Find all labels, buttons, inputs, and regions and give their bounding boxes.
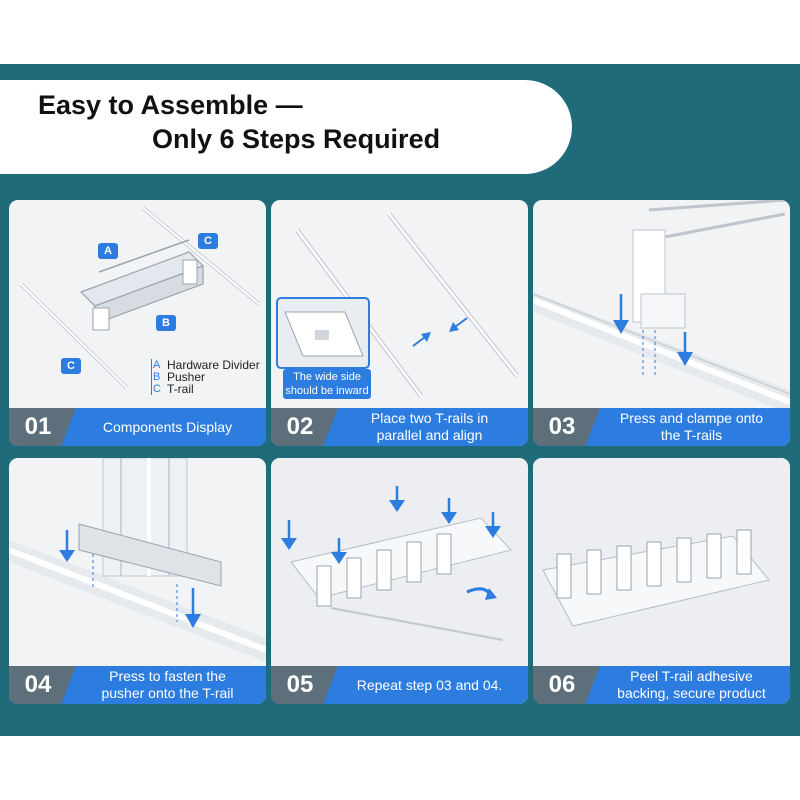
trails-parallel-illustration <box>276 212 519 398</box>
legend-row-a: A Hardware Divider <box>151 358 260 372</box>
step-text-05: Repeat step 03 and 04. <box>356 676 503 693</box>
component-label-a: A <box>98 243 118 259</box>
legend-row-b: B Pusher <box>151 370 206 384</box>
press-clamp-illustration <box>533 200 790 408</box>
step-text-06-line-2: backing, secure product <box>617 685 766 701</box>
component-label-b: B <box>156 315 176 331</box>
step-number-04: 04 <box>24 671 52 698</box>
step-panel-03: 03 Press and clampe onto the T-rails <box>533 200 790 446</box>
step-number-06: 06 <box>548 671 576 698</box>
step-text-01: Components Display <box>102 418 233 435</box>
component-label-c-top: C <box>198 233 218 249</box>
step-panel-04: 04 Press to fasten the pusher onto the T… <box>9 458 266 704</box>
step-text-02-line-2: parallel and align <box>376 427 483 443</box>
step-caption-05: 05 Repeat step 03 and 04. <box>271 666 528 704</box>
step-text-04-line-1: Press to fasten the <box>109 668 226 684</box>
step-caption-04: 04 Press to fasten the pusher onto the T… <box>9 666 266 704</box>
step-text-03-line-2: the T-rails <box>660 427 723 443</box>
component-label-c-bottom: C <box>61 358 81 374</box>
note-line-2: should be inward <box>285 385 369 397</box>
step-caption-02: 02 Place two T-rails in parallel and ali… <box>271 408 528 446</box>
step-panel-01: A B C C A Hardware Divider B Pusher C T-… <box>9 200 266 446</box>
title-banner: Easy to Assemble — Only 6 Steps Required <box>0 80 572 174</box>
step-caption-03: 03 Press and clampe onto the T-rails <box>533 408 790 446</box>
step-text-03-line-1: Press and clampe onto <box>619 410 764 426</box>
step-caption-01: 01 Components Display <box>9 408 266 446</box>
step-panel-02: The wide side should be inward 02 Place … <box>271 200 528 446</box>
secure-product-illustration <box>533 458 790 666</box>
repeat-steps-illustration <box>271 458 528 666</box>
legend-text-c: T-rail <box>167 382 194 396</box>
step-text-02-line-1: Place two T-rails in <box>370 410 489 426</box>
step-text-04-line-2: pusher onto the T-rail <box>101 685 234 701</box>
step-number-03: 03 <box>548 413 576 440</box>
step-number-05: 05 <box>286 671 314 698</box>
step-caption-06: 06 Peel T-rail adhesive backing, secure … <box>533 666 790 704</box>
legend-row-c: C T-rail <box>151 382 194 396</box>
title-line-1: Easy to Assemble — <box>38 90 303 120</box>
legend-text-a: Hardware Divider <box>167 358 260 372</box>
fasten-pusher-illustration <box>9 458 266 662</box>
step-number-01: 01 <box>24 413 52 440</box>
step-number-02: 02 <box>286 413 314 440</box>
step-panel-06: 06 Peel T-rail adhesive backing, secure … <box>533 458 790 704</box>
step-panel-05: 05 Repeat step 03 and 04. <box>271 458 528 704</box>
components-legend: A Hardware Divider B Pusher C T-rail <box>151 359 260 395</box>
components-illustration <box>19 206 261 390</box>
note-line-1: The wide side <box>293 371 361 383</box>
wide-side-note: The wide side should be inward <box>283 369 371 399</box>
step-text-06-line-1: Peel T-rail adhesive <box>630 668 753 684</box>
legend-text-b: Pusher <box>167 370 206 384</box>
title-line-2: Only 6 Steps Required <box>152 124 441 154</box>
